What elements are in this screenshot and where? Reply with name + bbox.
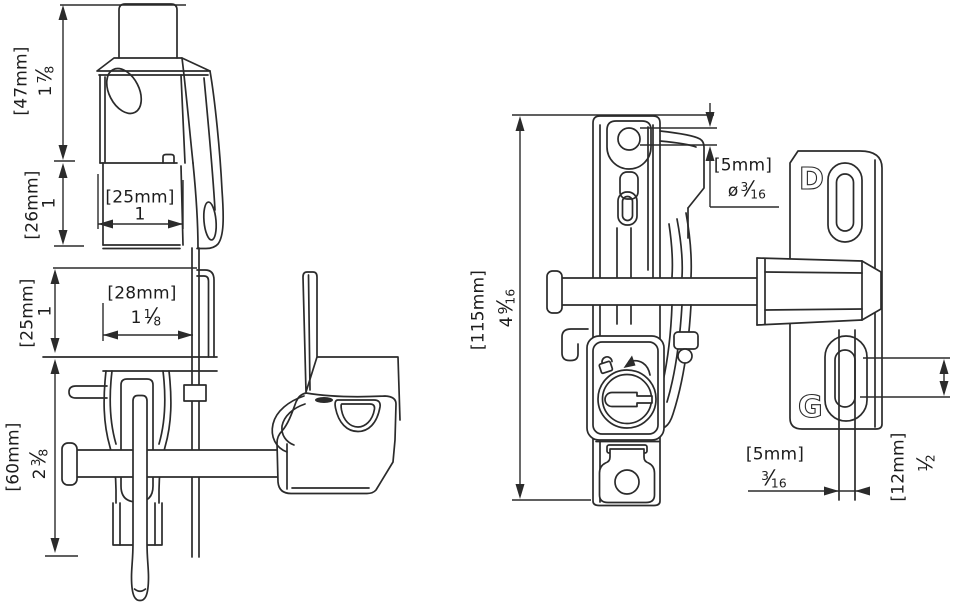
roller-pin bbox=[673, 331, 699, 350]
dim-60mm-imperial-label: 23⁄8 bbox=[26, 448, 52, 480]
top-post bbox=[96, 3, 211, 76]
brand-logo-d-icon: D bbox=[799, 162, 824, 197]
latch-housing bbox=[103, 370, 172, 546]
handle-side-view bbox=[271, 271, 401, 495]
brand-logo-g-icon: G bbox=[798, 390, 823, 425]
lock-face bbox=[586, 335, 665, 441]
dim-28mm-metric-label: [28mm] bbox=[107, 283, 177, 304]
padlock-icon bbox=[598, 356, 614, 375]
dim-hole-5mm-metric-label: [5mm] bbox=[713, 155, 773, 176]
catch-arm bbox=[656, 212, 699, 429]
dim-rod-5mm-metric-label: [5mm] bbox=[745, 444, 805, 465]
latch-arm bbox=[130, 394, 150, 602]
dim-12mm-metric-label: [12mm] bbox=[888, 432, 909, 502]
dim-47mm-imperial-label: 17⁄8 bbox=[32, 65, 58, 97]
dim-25mm-vertical-metric-label: [25mm] bbox=[17, 278, 38, 348]
thumb-recess bbox=[334, 399, 381, 433]
dim-12mm bbox=[860, 357, 950, 398]
dim-12mm-imperial-label: 1⁄2 bbox=[913, 454, 939, 472]
dim-60mm-metric-label: [60mm] bbox=[3, 422, 24, 492]
upper-body bbox=[99, 67, 186, 164]
handle-body bbox=[276, 392, 397, 495]
dim-25mm-horizontal-imperial-label: 1 bbox=[134, 204, 146, 225]
push-pin bbox=[68, 385, 108, 399]
rod-block bbox=[183, 384, 207, 402]
left-side-view bbox=[42, 3, 401, 602]
dim-115mm-imperial-label: 49⁄16 bbox=[493, 288, 519, 328]
lower-slot bbox=[824, 335, 868, 422]
drop-rod-side bbox=[183, 247, 207, 558]
handle-slot bbox=[315, 397, 333, 403]
bolt-end-cap bbox=[61, 442, 78, 486]
dim-rod-5mm-imperial-label: 3⁄16 bbox=[761, 466, 787, 492]
dim-26mm bbox=[54, 160, 84, 247]
dim-25mm-horizontal-metric-label: [25mm] bbox=[105, 187, 175, 208]
dim-rod-5mm bbox=[748, 486, 870, 496]
dim-28mm bbox=[102, 303, 193, 341]
bolt-bar-front bbox=[546, 270, 758, 314]
keyway bbox=[604, 391, 653, 408]
bottom-tab bbox=[595, 440, 660, 504]
upper-slot bbox=[827, 162, 863, 243]
dim-47mm-metric-label: [47mm] bbox=[11, 46, 32, 116]
bottom-hole bbox=[614, 469, 640, 495]
dim-115mm bbox=[512, 114, 714, 501]
dim-25mm-vertical bbox=[50, 267, 197, 353]
bolt-bar-side bbox=[61, 442, 279, 486]
mount-bracket bbox=[42, 269, 218, 372]
dim-115mm-metric-label: [115mm] bbox=[468, 269, 489, 351]
rotate-arrow-icon bbox=[623, 355, 651, 376]
dim-25mm-horizontal bbox=[97, 174, 184, 229]
dim-25mm-vertical-imperial-label: 1 bbox=[35, 305, 56, 317]
lock-cylinder bbox=[597, 369, 657, 429]
mid-section bbox=[102, 162, 184, 250]
side-strap bbox=[181, 57, 225, 250]
dim-47mm bbox=[58, 4, 186, 160]
keeper-hook bbox=[561, 328, 589, 362]
dim-hole-5mm bbox=[640, 103, 779, 208]
bolt-end-cap-front bbox=[546, 270, 563, 314]
right-front-view: D G bbox=[546, 115, 883, 507]
dim-60mm bbox=[45, 359, 78, 557]
dimension-annotations bbox=[45, 4, 950, 557]
drop-rod-front bbox=[838, 329, 856, 501]
dim-26mm-imperial-label: 1 bbox=[39, 197, 60, 209]
pivot-hole bbox=[617, 127, 641, 151]
striker-bracket bbox=[756, 257, 882, 326]
